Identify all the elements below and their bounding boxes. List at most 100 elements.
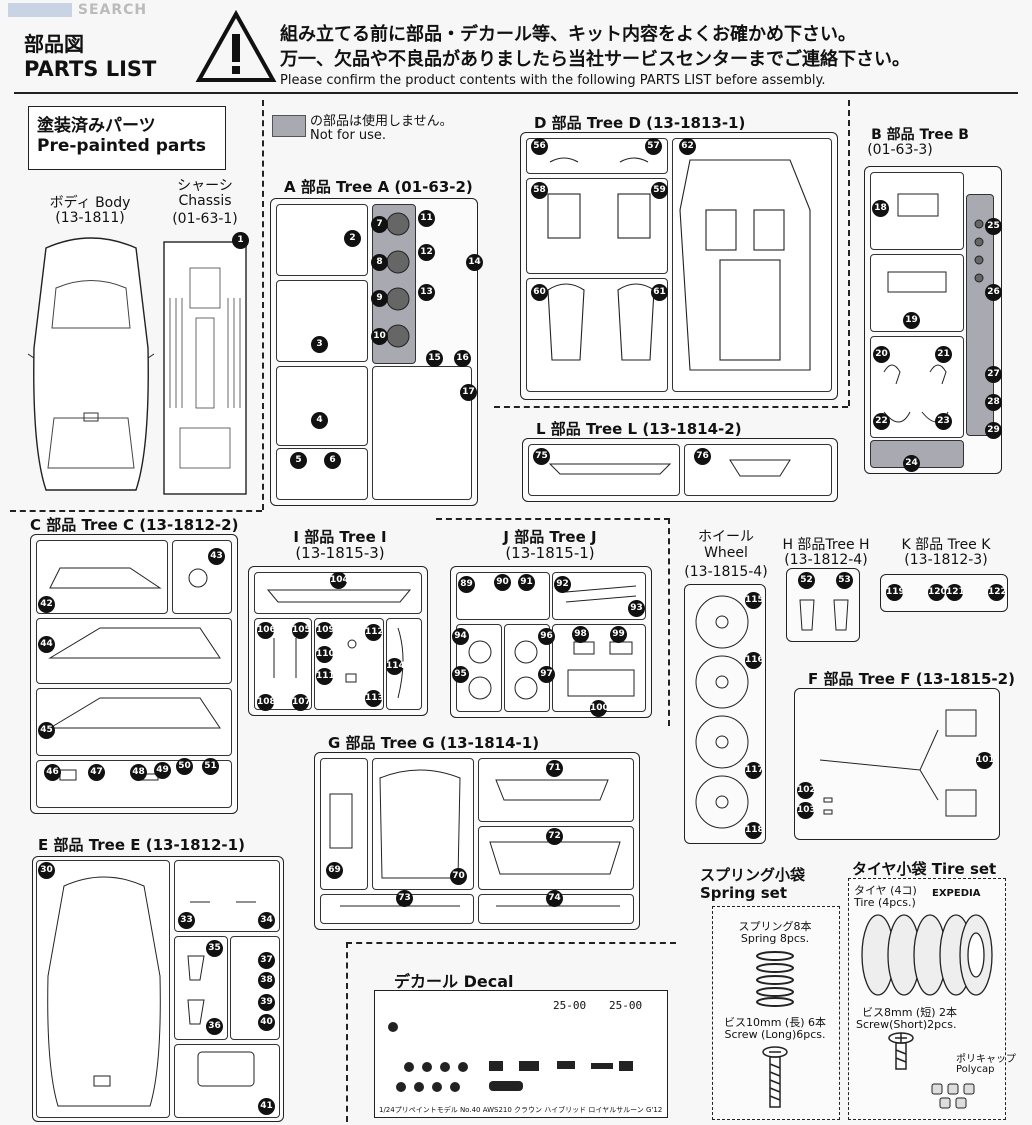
part-13: 13: [418, 284, 435, 301]
header-line1: 組み立てる前に部品・デカール等、キット内容をよくお確かめ下さい。: [280, 24, 856, 45]
part-8: 8: [371, 254, 388, 271]
part-5: 5: [290, 452, 307, 469]
tree-d-cell-62: [672, 138, 832, 392]
part-48: 48: [130, 764, 147, 781]
part-23: 23: [935, 413, 952, 430]
spring-item2-jp: ビス10mm (長) 6本: [723, 1016, 826, 1029]
part-73: 73: [396, 890, 413, 907]
tree-l-drawings: [548, 459, 791, 477]
tree-h-code: (13-1812-4): [784, 552, 868, 568]
decal-sheet: 25-00 25-00 1/24プリペイントモデル No.40 AWS210 ク…: [374, 990, 668, 1118]
part-46: 46: [44, 764, 61, 781]
spring-frame: [712, 906, 840, 1120]
part-44: 44: [38, 636, 55, 653]
tree-k-code: (13-1812-3): [904, 552, 988, 568]
part-100: 100: [590, 700, 609, 717]
part-59: 59: [651, 182, 668, 199]
part-101: 101: [976, 752, 995, 769]
not-for-use-en: Not for use.: [310, 128, 387, 143]
part-14: 14: [466, 254, 483, 271]
part-96: 96: [538, 628, 555, 645]
part-42: 42: [38, 596, 55, 613]
part-43: 43: [208, 548, 225, 565]
tree-f-drawings: [819, 709, 977, 817]
tire-item1-en: Tire (4pcs.): [854, 896, 916, 909]
part-99: 99: [610, 626, 627, 643]
part-40: 40: [258, 1014, 275, 1031]
part-11: 11: [418, 210, 435, 227]
part-116: 116: [745, 652, 764, 669]
tire-icon: [861, 914, 993, 996]
part-90: 90: [494, 574, 511, 591]
part-119: 119: [886, 584, 905, 601]
tree-l-cell-75: [528, 444, 680, 496]
header-line2: 万一、欠品や不良品がありましたら当社サービスセンターまでご連絡下さい。: [280, 49, 910, 70]
part-62: 62: [679, 138, 696, 155]
tree-l-title: L 部品 Tree L (13-1814-2): [536, 420, 742, 438]
tree-f-frame: [794, 688, 1000, 840]
decal-plate-1: 25-00: [553, 999, 587, 1012]
part-52: 52: [798, 572, 815, 589]
tree-i-code: (13-1815-3): [295, 544, 385, 562]
part-93: 93: [628, 600, 645, 617]
part-108: 108: [257, 694, 276, 711]
part-92: 92: [554, 576, 571, 593]
spring-item1-en: Spring 8pcs.: [740, 932, 810, 945]
tree-a-wheel-drums: [386, 212, 410, 348]
part-1: 1: [232, 232, 249, 249]
part-16: 16: [454, 350, 471, 367]
part-111: 111: [316, 668, 335, 685]
tire-item1-jp: タイヤ (4コ): [854, 884, 917, 897]
part-118: 118: [745, 822, 764, 839]
prepainted-boundary: [10, 100, 264, 510]
tree-a-title: A 部品 Tree A (01-63-2): [284, 178, 473, 196]
part-35: 35: [206, 940, 223, 957]
part-38: 38: [258, 972, 275, 989]
body-title: ボディ Body: [49, 195, 131, 211]
tire-item3-en: Polycap: [956, 1064, 995, 1075]
part-21: 21: [935, 346, 952, 363]
warning-icon: [195, 9, 277, 82]
tree-d-title: D 部品 Tree D (13-1813-1): [534, 114, 746, 132]
tree-d-cell-56-57: [526, 138, 668, 174]
tree-d-seats: [547, 157, 811, 371]
part-10: 10: [371, 328, 388, 345]
part-19: 19: [903, 312, 920, 329]
tire-title: タイヤ小袋 Tire set: [852, 860, 997, 878]
part-60: 60: [531, 284, 548, 301]
tree-c-drawings: [48, 567, 221, 781]
decal-plate-2: 25-00: [609, 999, 643, 1012]
part-41: 41: [258, 1098, 275, 1115]
tire-item2-en: Screw(Short)2pcs.: [856, 1018, 957, 1031]
tree-b-code: (01-63-3): [867, 142, 933, 158]
decal-footer: 1/24プリペイントモデル No.40 AWS210 クラウン ハイブリッド ロ…: [379, 1106, 663, 1114]
tree-c-cell-42: [36, 540, 168, 614]
tree-a-cell-5-6: [276, 448, 368, 500]
tree-j-code: (13-1815-1): [505, 544, 595, 562]
part-39: 39: [258, 994, 275, 1011]
part-71: 71: [546, 760, 563, 777]
part-57: 57: [645, 138, 662, 155]
part-45: 45: [38, 722, 55, 739]
chassis-drawing: [163, 241, 247, 495]
not-for-use-jp: の部品は使用しません。: [310, 114, 453, 129]
part-3: 3: [311, 336, 328, 353]
tree-g-title: G 部品 Tree G (13-1814-1): [328, 734, 540, 752]
part-12: 12: [418, 244, 435, 261]
part-28: 28: [985, 394, 1002, 411]
tree-j-boundary: [436, 518, 670, 726]
tree-d-cell-60-61: [526, 278, 668, 392]
screw-short-icon: [888, 1032, 914, 1070]
tree-a-cell-17: [372, 366, 472, 500]
spring-title-jp: スプリング小袋: [700, 866, 806, 884]
part-36: 36: [206, 1018, 223, 1035]
tree-j-drawings: [468, 585, 637, 700]
watermark-logo-icon: [8, 3, 72, 17]
part-110: 110: [316, 646, 335, 663]
spring-icon: [756, 951, 794, 1007]
spring-title-en: Spring set: [700, 884, 787, 902]
part-58: 58: [531, 182, 548, 199]
part-30: 30: [38, 862, 55, 879]
part-53: 53: [836, 572, 853, 589]
part-17: 17: [460, 384, 477, 401]
